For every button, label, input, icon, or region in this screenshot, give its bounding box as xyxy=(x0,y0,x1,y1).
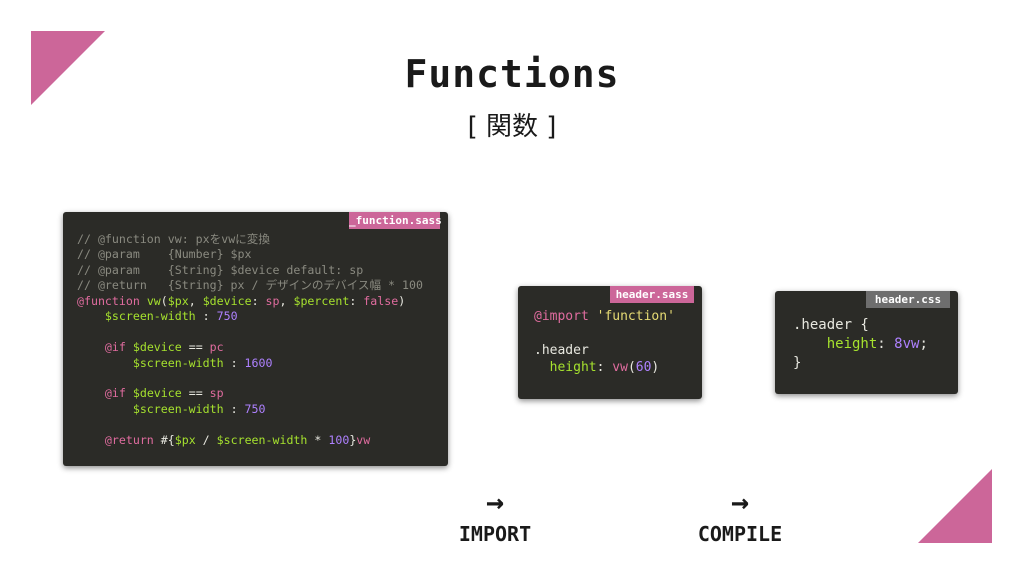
code-line: .header xyxy=(534,343,589,358)
code-line xyxy=(77,417,423,432)
code-line: $screen-width : 750 xyxy=(132,401,266,416)
code-line: // @param {String} $device default: sp xyxy=(77,262,364,277)
code-block-function-sass: // @function vw: pxをvwに変換// @param {Numb… xyxy=(77,232,423,448)
code-block-header-css: .header { height: 8vw;} xyxy=(793,316,928,373)
code-line: @return #{$px / $screen-width * 100}vw xyxy=(104,432,371,447)
code-line: // @function vw: pxをvwに変換 xyxy=(77,232,270,246)
code-line: @function vw($px, $device: sp, $percent:… xyxy=(77,293,406,308)
step-label-import: IMPORT xyxy=(458,522,532,546)
code-line xyxy=(534,325,675,342)
code-line: .header { xyxy=(793,317,869,333)
code-line: } xyxy=(793,355,802,371)
slide-title: Functions xyxy=(404,52,620,96)
code-line: @if $device == sp xyxy=(104,386,224,401)
code-line: $screen-width : 750 xyxy=(104,309,238,324)
file-tab-header-sass: header.sass xyxy=(610,286,694,303)
code-line: // @param {Number} $px xyxy=(77,247,252,262)
code-line: // @return {String} px / デザインのデバイス幅 * 10… xyxy=(77,278,423,293)
code-line: height: vw(60) xyxy=(549,360,660,375)
code-card-function-sass: _function.sass // @function vw: pxをvwに変換… xyxy=(63,212,448,466)
code-block-header-sass: @import 'function' .header height: vw(60) xyxy=(534,308,675,376)
file-tab-header-css: header.css xyxy=(866,291,950,308)
arrow-right-icon: → xyxy=(485,485,505,520)
step-label-compile: COMPILE xyxy=(697,522,783,546)
code-card-header-css: header.css .header { height: 8vw;} xyxy=(775,291,958,394)
step-compile: → COMPILE xyxy=(670,485,810,547)
code-line xyxy=(77,325,423,340)
code-line: $screen-width : 1600 xyxy=(132,355,273,370)
corner-triangle-top-left xyxy=(31,31,105,105)
file-tab-function-sass: _function.sass xyxy=(349,212,442,229)
code-line xyxy=(77,371,423,386)
step-import: → IMPORT xyxy=(425,485,565,547)
code-line: @if $device == pc xyxy=(104,340,224,355)
slide-subtitle: [ 関数 ] xyxy=(467,112,557,142)
code-line: @import 'function' xyxy=(534,309,675,324)
arrow-right-icon: → xyxy=(730,485,750,520)
code-line: height: 8vw; xyxy=(826,336,928,352)
corner-triangle-bottom-right xyxy=(918,469,992,543)
code-card-header-sass: header.sass @import 'function' .header he… xyxy=(518,286,702,399)
